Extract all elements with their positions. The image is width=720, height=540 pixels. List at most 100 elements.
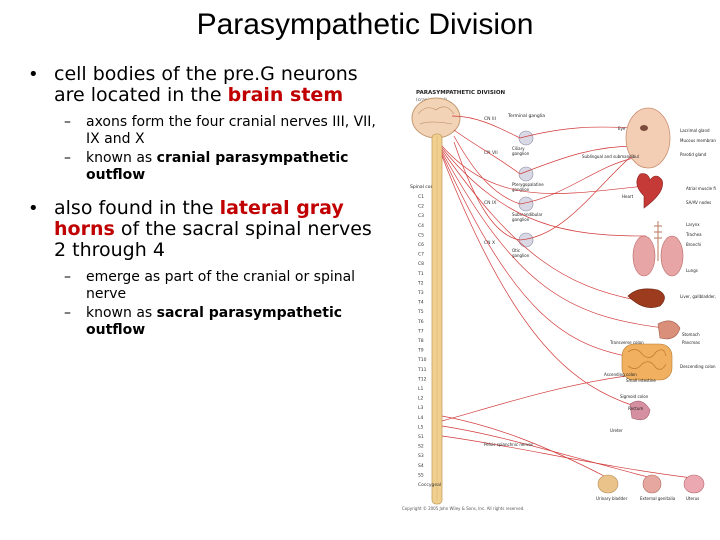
segment-label: T2 bbox=[417, 280, 424, 286]
organ-label: Heart bbox=[622, 194, 634, 199]
organ-label: Trachea bbox=[685, 232, 702, 237]
ganglion-label: Pterygopalatine bbox=[512, 182, 544, 187]
organ-label: Uterus bbox=[686, 496, 699, 501]
sub-1-2: – known as cranial parasympathetic outfl… bbox=[28, 150, 378, 184]
spinal-cord-label: Spinal cord bbox=[410, 184, 435, 190]
ganglion-node bbox=[518, 166, 534, 182]
slide-title: Parasympathetic Division bbox=[196, 8, 534, 41]
segment-label: T7 bbox=[417, 328, 424, 334]
organ-label: Descending colon bbox=[680, 364, 716, 369]
ganglion-label: Ciliary bbox=[512, 146, 525, 151]
ganglion-label: ganglion bbox=[512, 151, 530, 156]
segment-label: S5 bbox=[418, 472, 424, 478]
nerve-path bbox=[451, 115, 521, 139]
nerve-path bbox=[441, 153, 637, 359]
nerve-path bbox=[453, 141, 521, 241]
intestine-folds bbox=[627, 349, 667, 370]
segment-label: C2 bbox=[418, 204, 424, 210]
organ-label: Sublingual and submandibul bbox=[582, 154, 639, 159]
segment-label: C7 bbox=[418, 252, 424, 258]
organ-label: Mucous membrane of mouth a bbox=[680, 138, 716, 143]
nerve-lines bbox=[441, 115, 693, 479]
stomach-illustration bbox=[657, 320, 681, 340]
segment-label: S3 bbox=[418, 453, 424, 459]
nerve-path bbox=[519, 145, 637, 175]
organ-label: Parotid gland bbox=[680, 152, 707, 157]
segment-label: L4 bbox=[418, 415, 424, 421]
organ-label: External genitalia bbox=[640, 496, 676, 501]
segment-label: Coccygeal bbox=[418, 482, 441, 488]
bladder-illustration bbox=[597, 474, 619, 494]
organ-label: Larynx bbox=[686, 222, 700, 227]
segment-label: T8 bbox=[417, 338, 424, 344]
bullet-dot-icon: • bbox=[28, 64, 39, 85]
eye-illustration bbox=[640, 125, 648, 131]
genitalia-illustration bbox=[642, 474, 662, 494]
nerve-path bbox=[453, 129, 521, 175]
organ-label: Ureter bbox=[610, 428, 623, 433]
organ-label: Sigmoid colon bbox=[620, 394, 649, 399]
organ-label: Rectum bbox=[628, 406, 643, 411]
segment-label: C6 bbox=[418, 242, 424, 248]
segment-label: S4 bbox=[418, 463, 424, 469]
right-lung-illustration bbox=[660, 235, 684, 277]
trachea-illustration bbox=[654, 221, 662, 261]
organ-label: Pelvic splanchnic nerves bbox=[484, 442, 533, 447]
ganglion-label: ganglion bbox=[512, 253, 530, 258]
organ-label: Ascending colon bbox=[604, 372, 637, 377]
parasympathetic-diagram: PARASYMPATHETIC DIVISION (craniosacral) … bbox=[396, 86, 720, 516]
segment-label: L5 bbox=[418, 424, 424, 430]
segment-label: L2 bbox=[418, 396, 424, 402]
ganglion-label: Otic bbox=[512, 248, 520, 253]
sub-1-1: – axons form the four cranial nerves III… bbox=[28, 114, 378, 148]
organ-label: Small intestine bbox=[626, 378, 656, 383]
segment-label: T4 bbox=[417, 300, 424, 306]
segment-label: T1 bbox=[417, 271, 424, 277]
segment-label: C8 bbox=[418, 261, 424, 267]
bullet-1-highlight: brain stem bbox=[227, 84, 344, 106]
kidney-ureter-illustration bbox=[629, 400, 651, 421]
ganglion-node bbox=[518, 130, 534, 146]
dash-icon: – bbox=[64, 150, 71, 166]
sub-2-2-text: known as bbox=[86, 305, 157, 321]
sub-2-1-text: emerge as part of the cranial or spinal … bbox=[86, 269, 356, 302]
bullet-2-sublist: – emerge as part of the cranial or spina… bbox=[28, 269, 378, 339]
cranial-nerve-label: CN X bbox=[484, 240, 495, 246]
bullet-2: • also found in the lateral gray horns o… bbox=[28, 198, 378, 261]
liver-illustration bbox=[627, 288, 665, 308]
nerve-path bbox=[441, 435, 693, 479]
cranial-nerve-label: CN VII bbox=[484, 150, 498, 156]
segment-label: C3 bbox=[418, 213, 424, 219]
organ-label: SA/AV nodes bbox=[686, 200, 711, 205]
diagram-header: PARASYMPATHETIC DIVISION bbox=[416, 90, 506, 96]
brain-shape bbox=[411, 97, 461, 139]
organ-label: Atrial muscle fibers bbox=[686, 186, 716, 191]
organ-label: Urinary bladder bbox=[596, 496, 628, 501]
segment-label: C5 bbox=[418, 232, 424, 238]
nerve-path bbox=[441, 149, 637, 301]
organ-label: Lungs bbox=[686, 268, 698, 273]
nerve-path bbox=[453, 135, 521, 205]
nerve-path bbox=[441, 415, 609, 479]
segment-label: T5 bbox=[417, 309, 424, 315]
nerve-path bbox=[519, 157, 635, 205]
segment-label: C4 bbox=[418, 223, 424, 229]
bullet-1: • cell bodies of the pre.G neurons are l… bbox=[28, 64, 378, 106]
organ-label: Pancreas bbox=[682, 340, 700, 345]
nerve-path bbox=[441, 151, 665, 329]
bullet-1-text: cell bodies of the pre.G neurons are loc… bbox=[54, 63, 358, 106]
head-illustration bbox=[625, 107, 671, 169]
left-lung-illustration bbox=[632, 235, 656, 277]
sub-2-2: – known as sacral parasympathetic outflo… bbox=[28, 305, 378, 339]
uterus-illustration bbox=[683, 474, 705, 494]
segment-label: T9 bbox=[417, 348, 424, 354]
ganglion-label: ganglion bbox=[512, 217, 530, 222]
bullet-list: • cell bodies of the pre.G neurons are l… bbox=[28, 64, 378, 353]
segment-label: L3 bbox=[418, 405, 424, 411]
dash-icon: – bbox=[64, 114, 71, 130]
nerve-path bbox=[441, 425, 653, 479]
nerve-path bbox=[519, 126, 637, 139]
segment-label: C1 bbox=[418, 194, 424, 200]
